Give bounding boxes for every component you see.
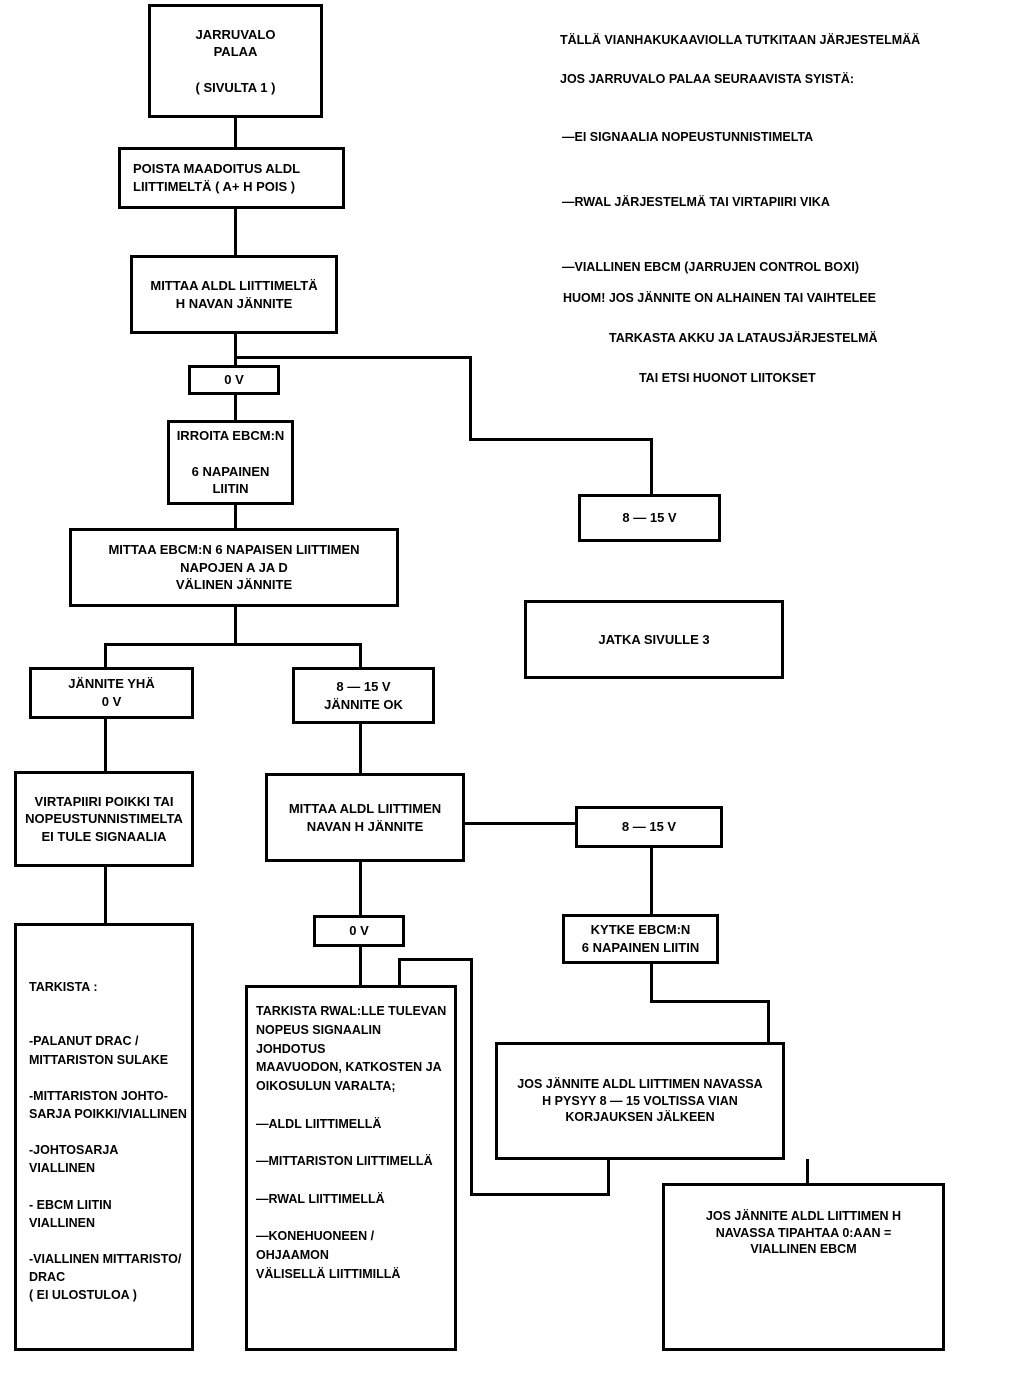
- intro-note: TÄLLÄ VIANHAKUKAAVIOLLA TUTKITAAN JÄRJES…: [560, 12, 920, 109]
- node-start-label: JARRUVALO PALAA ( SIVULTA 1 ): [195, 26, 276, 95]
- intro-bullets: —EI SIGNAALIA NOPEUSTUNNISTIMELTA —RWAL …: [562, 88, 859, 316]
- huom-note-line1: HUOM! JOS JÄNNITE ON ALHAINEN TAI VAIHTE…: [563, 291, 876, 305]
- node-volt-8-15-ok[interactable]: 8 — 15 V JÄNNITE OK: [292, 667, 435, 724]
- node-jatka-sivulle-label: JATKA SIVULLE 3: [598, 631, 710, 647]
- node-zero-v-1-label: 0 V: [224, 372, 244, 388]
- node-virtapiiri-poikki-label: VIRTAPIIRI POIKKI TAI NOPEUSTUNNISTIMELT…: [25, 793, 183, 844]
- connector-0v2-to-rwal: [359, 946, 362, 986]
- intro-bullet-2: —RWAL JÄRJESTELMÄ TAI VIRTAPIIRI VIKA: [562, 194, 830, 209]
- connector-step-down-1: [469, 356, 472, 440]
- node-tarkista-list[interactable]: TARKISTA : -PALANUT DRAC / MITTARISTON S…: [14, 923, 194, 1351]
- connector-loop-top-down: [398, 958, 401, 988]
- connector-kytke-right: [650, 1000, 770, 1003]
- node-irroita-ebcm[interactable]: IRROITA EBCM:N 6 NAPAINEN LIITIN: [167, 420, 294, 505]
- connector-jannite-to-virtapiiri: [104, 718, 107, 772]
- node-zero-v-2-label: 0 V: [349, 923, 369, 939]
- node-mittaa-aldl-h-label: MITTAA ALDL LIITTIMELTÄ H NAVAN JÄNNITE: [150, 277, 318, 311]
- connector-junction-to-0v: [234, 356, 237, 366]
- node-zero-v-2[interactable]: 0 V: [313, 915, 405, 947]
- node-kytke-ebcm[interactable]: KYTKE EBCM:N 6 NAPAINEN LIITIN: [562, 914, 719, 964]
- connector-kytke-down: [650, 963, 653, 1002]
- node-tarkista-rwal[interactable]: TARKISTA RWAL:LLE TULEVAN NOPEUS SIGNAAL…: [245, 985, 457, 1351]
- intro-note-line2: JOS JARRUVALO PALAA SEURAAVISTA SYISTÄ:: [560, 72, 855, 87]
- node-kytke-ebcm-label: KYTKE EBCM:N 6 NAPAINEN LIITIN: [581, 922, 700, 955]
- node-jos-jannite-pysyy[interactable]: JOS JÄNNITE ALDL LIITTIMEN NAVASSA H PYS…: [495, 1042, 785, 1160]
- node-mittaa-aldl-h[interactable]: MITTAA ALDL LIITTIMELTÄ H NAVAN JÄNNITE: [130, 255, 338, 334]
- connector-loop-up: [470, 958, 473, 1196]
- huom-note-line2: TARKASTA AKKU JA LATAUSJÄRJESTELMÄ: [609, 331, 878, 345]
- connector-mittaa-down: [234, 333, 237, 359]
- connector-start-to-poista: [234, 118, 237, 148]
- connector-mittaa-right: [234, 356, 472, 359]
- huom-note: HUOM! JOS JÄNNITE ON ALHAINEN TAI VAIHTE…: [563, 268, 878, 408]
- node-poista-maadoitus-label: POISTA MAADOITUS ALDL LIITTIMELTÄ ( A+ H…: [133, 161, 301, 194]
- node-mittaa-ebcm-ad[interactable]: MITTAA EBCM:N 6 NAPAISEN LIITTIMEN NAPOJ…: [69, 528, 399, 607]
- node-volt-8-15-mid[interactable]: 8 — 15 V: [575, 806, 723, 848]
- node-jannite-yha-0v[interactable]: JÄNNITE YHÄ 0 V: [29, 667, 194, 719]
- connector-kytke-right-down: [767, 1000, 770, 1042]
- connector-step-right-2: [469, 438, 653, 441]
- connector-loop-top: [398, 958, 473, 961]
- connector-split-horizontal: [104, 643, 362, 646]
- intro-note-line1: TÄLLÄ VIANHAKUKAAVIOLLA TUTKITAAN JÄRJES…: [560, 33, 921, 48]
- node-volt-8-15-top-label: 8 — 15 V: [622, 510, 677, 526]
- node-volt-8-15-top[interactable]: 8 — 15 V: [578, 494, 721, 542]
- connector-loop-bottom-up: [607, 1159, 610, 1196]
- node-volt-8-15-ok-label: 8 — 15 V JÄNNITE OK: [324, 678, 403, 712]
- connector-irroita-to-mittaaebcm: [234, 504, 237, 528]
- intro-bullet-1: —EI SIGNAALIA NOPEUSTUNNISTIMELTA: [562, 129, 814, 144]
- node-mittaa-aldl-navan-h-label: MITTAA ALDL LIITTIMEN NAVAN H JÄNNITE: [288, 800, 442, 834]
- node-start[interactable]: JARRUVALO PALAA ( SIVULTA 1 ): [148, 4, 323, 118]
- connector-step-down-2: [650, 438, 653, 496]
- node-tarkista-rwal-label: TARKISTA RWAL:LLE TULEVAN NOPEUS SIGNAAL…: [256, 1004, 447, 1281]
- connector-navan-to-0v2: [359, 861, 362, 916]
- connector-navan-right: [465, 822, 578, 825]
- node-mittaa-ebcm-ad-label: MITTAA EBCM:N 6 NAPAISEN LIITTIMEN NAPOJ…: [108, 542, 360, 593]
- node-jatka-sivulle[interactable]: JATKA SIVULLE 3: [524, 600, 784, 679]
- node-tarkista-list-label: TARKISTA : -PALANUT DRAC / MITTARISTON S…: [29, 980, 187, 1303]
- huom-note-line3: TAI ETSI HUONOT LIITOKSET: [638, 371, 816, 385]
- node-jannite-yha-0v-label: JÄNNITE YHÄ 0 V: [68, 676, 155, 709]
- connector-split-right: [359, 643, 362, 668]
- connector-815mid-to-kytke: [650, 847, 653, 915]
- connector-0v-to-irroita: [234, 394, 237, 420]
- node-jos-jannite-tipahtaa[interactable]: JOS JÄNNITE ALDL LIITTIMEN H NAVASSA TIP…: [662, 1183, 945, 1351]
- connector-loop-bottom: [470, 1193, 610, 1196]
- intro-bullet-3: —VIALLINEN EBCM (JARRUJEN CONTROL BOXI): [562, 259, 860, 274]
- connector-poista-to-mittaa: [234, 208, 237, 256]
- node-jos-jannite-tipahtaa-label: JOS JÄNNITE ALDL LIITTIMEN H NAVASSA TIP…: [705, 1208, 902, 1257]
- node-mittaa-aldl-navan-h[interactable]: MITTAA ALDL LIITTIMEN NAVAN H JÄNNITE: [265, 773, 465, 862]
- connector-virtapiiri-to-tarkista: [104, 866, 107, 924]
- connector-split-left: [104, 643, 107, 668]
- node-poista-maadoitus[interactable]: POISTA MAADOITUS ALDL LIITTIMELTÄ ( A+ H…: [118, 147, 345, 209]
- node-volt-8-15-mid-label: 8 — 15 V: [621, 819, 677, 835]
- node-virtapiiri-poikki[interactable]: VIRTAPIIRI POIKKI TAI NOPEUSTUNNISTIMELT…: [14, 771, 194, 867]
- node-irroita-ebcm-label: IRROITA EBCM:N 6 NAPAINEN LIITIN: [176, 428, 285, 497]
- connector-ok-to-mittaa-navan: [359, 723, 362, 773]
- connector-mittaaebcm-down: [234, 606, 237, 646]
- connector-pysyy-to-tipahtaa: [806, 1159, 809, 1183]
- node-jos-jannite-pysyy-label: JOS JÄNNITE ALDL LIITTIMEN NAVASSA H PYS…: [517, 1076, 763, 1125]
- node-zero-v-1[interactable]: 0 V: [188, 365, 280, 395]
